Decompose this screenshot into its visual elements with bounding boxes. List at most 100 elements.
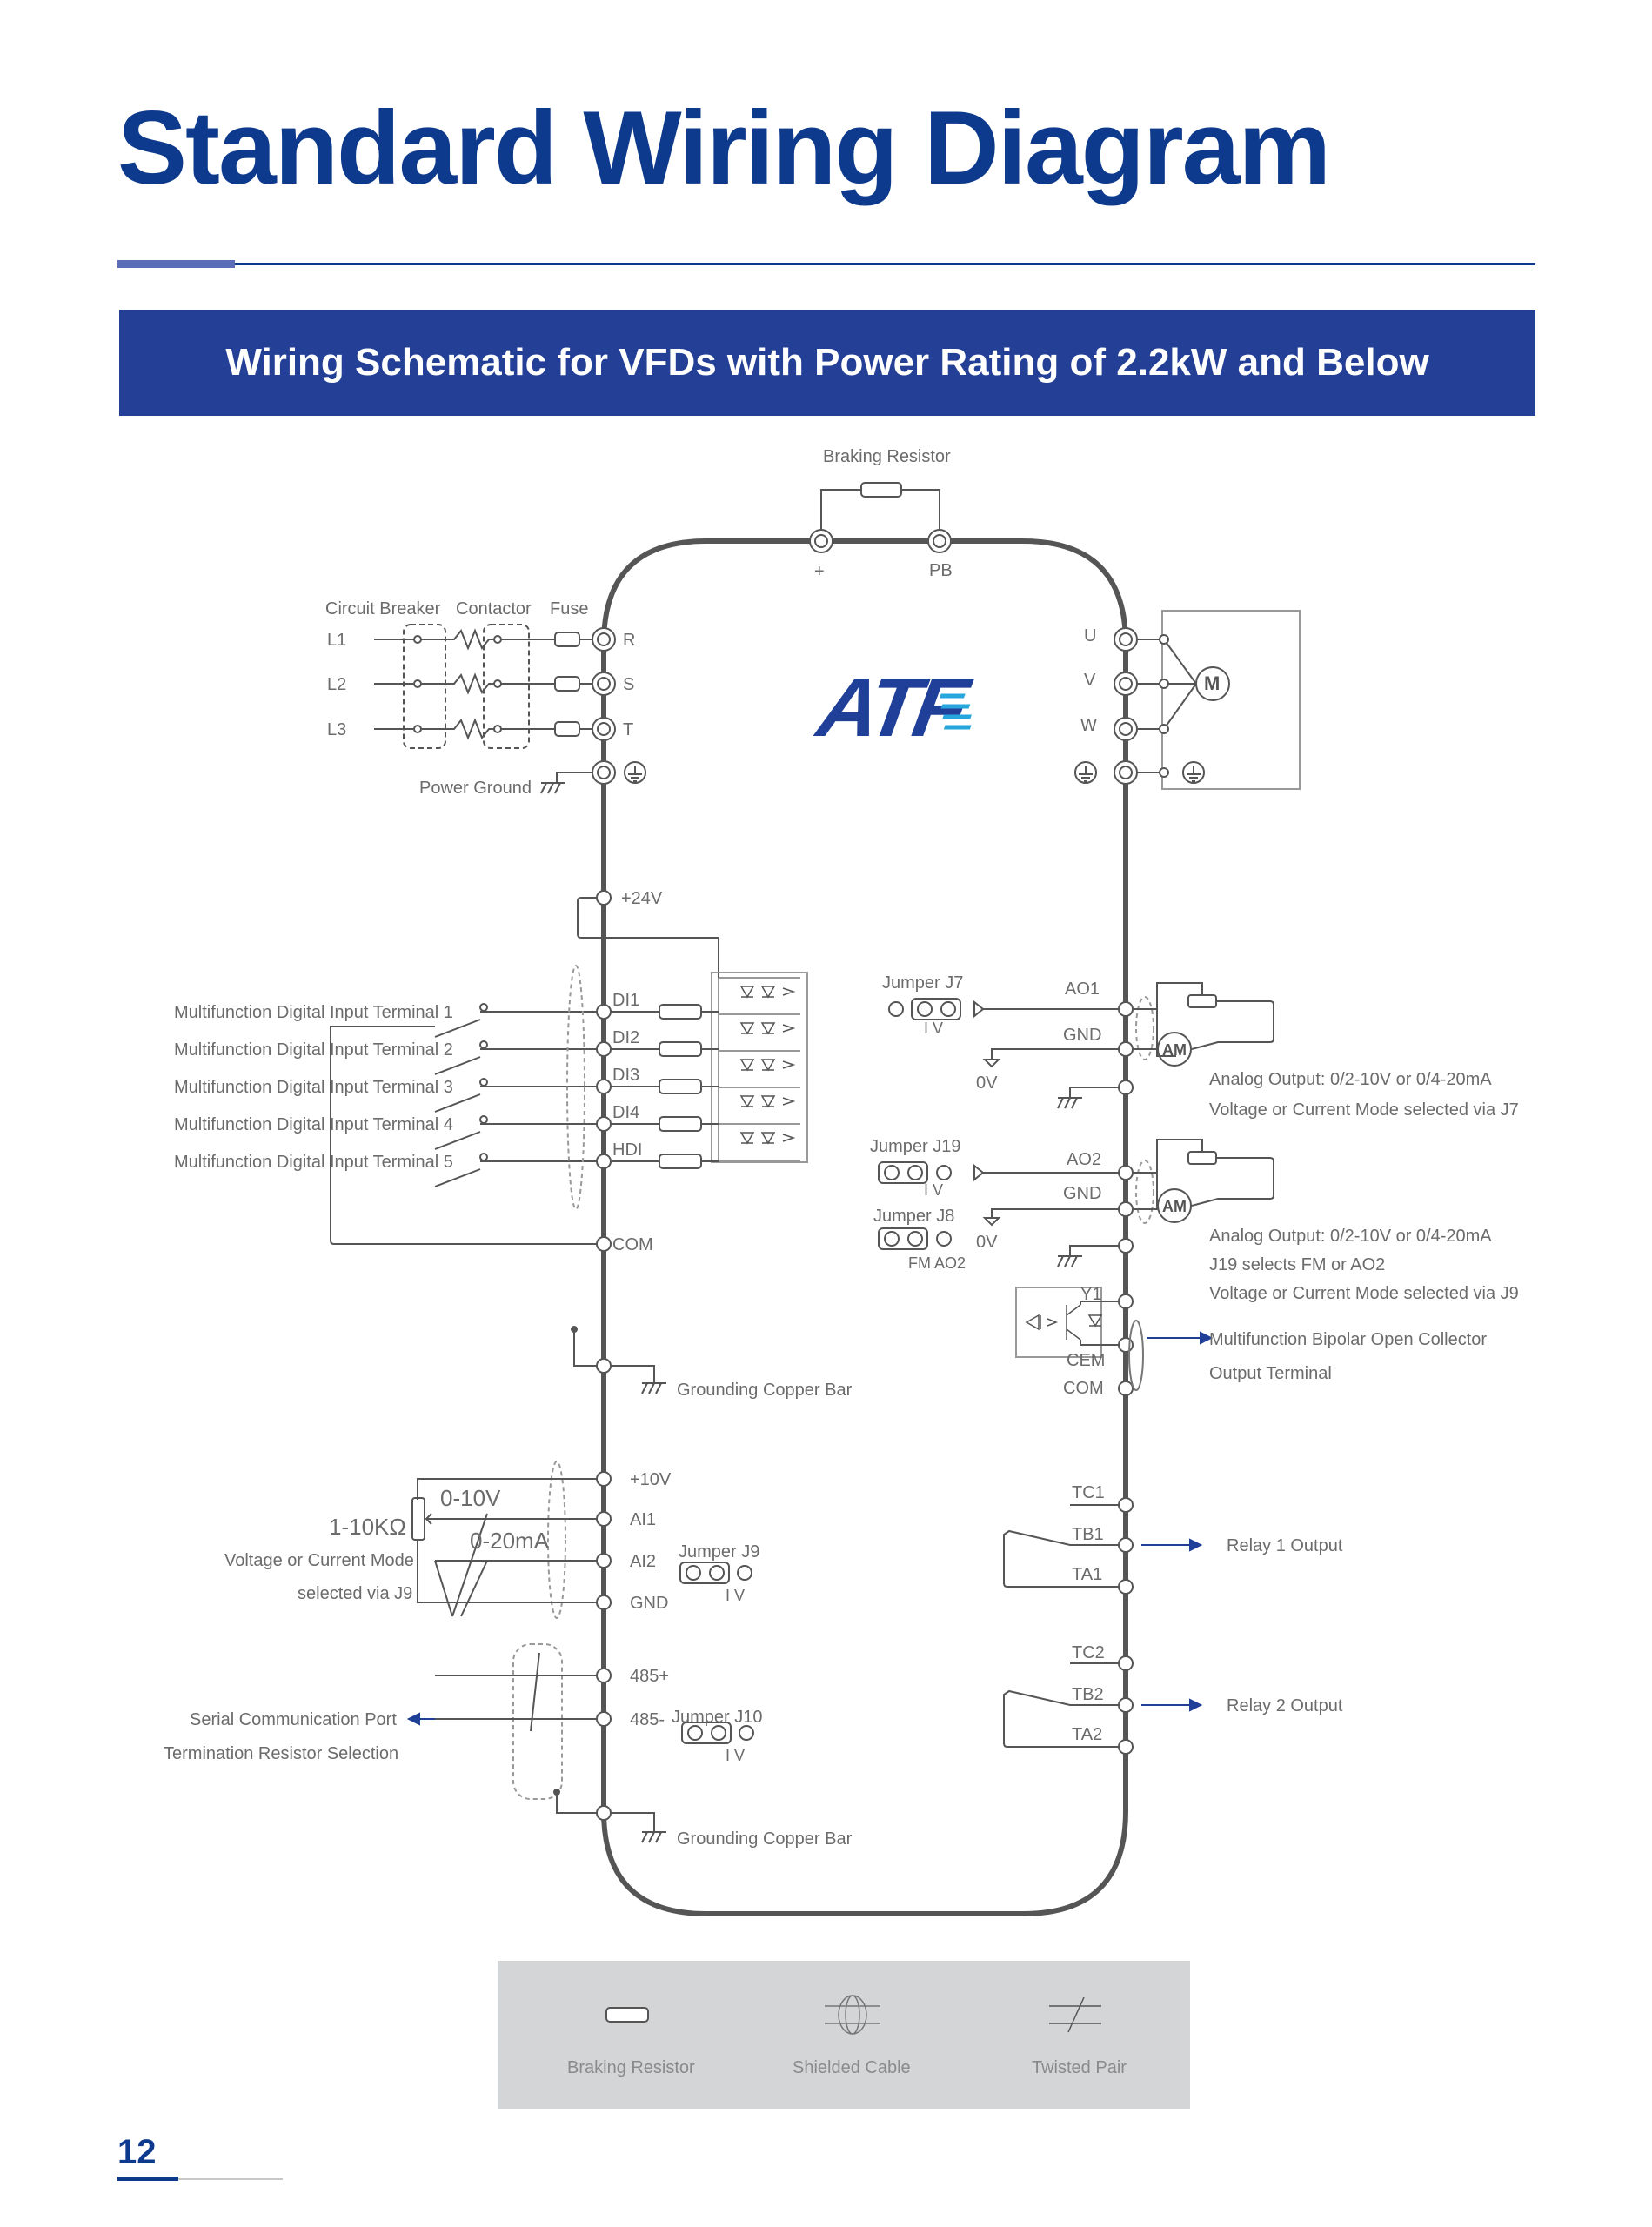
section-banner-text: Wiring Schematic for VFDs with Power Rat… (225, 341, 1429, 384)
optocoupler-rows (718, 977, 800, 1161)
terminal-r (592, 627, 616, 652)
jumper-j10 (681, 1722, 754, 1744)
label-jumper-j9: Jumper J9 (679, 1542, 759, 1562)
label-di-4: Multifunction Digital Input Terminal 4 (174, 1115, 453, 1134)
label-l1: L1 (327, 631, 346, 650)
atf-logo: ATF (804, 661, 980, 754)
terminal-ground-bar-2 (596, 1805, 612, 1821)
motor-wires (1137, 639, 1197, 773)
label-jumper-j7: Jumper J7 (882, 973, 963, 993)
ao1-meter (1157, 1032, 1192, 1067)
terminal-tb2 (1118, 1697, 1134, 1713)
label-serial-desc-1: Serial Communication Port (190, 1710, 397, 1729)
label-ao2-desc-1: Analog Output: 0/2-10V or 0/4-20mA (1209, 1227, 1492, 1246)
label-j7-iv: I V (924, 1020, 943, 1037)
label-power-ground: Power Ground (419, 779, 532, 798)
di-terminals (596, 1004, 612, 1169)
ai-shield (547, 1461, 566, 1619)
terminal-485n (596, 1711, 612, 1727)
terminal-gnd-ai (596, 1595, 612, 1610)
ao2-wire (973, 1163, 1119, 1182)
di-shield (566, 965, 585, 1210)
page-title: Standard Wiring Diagram (117, 90, 1331, 206)
optocoupler-block (711, 972, 808, 1163)
contactor-box (483, 624, 530, 749)
ai-twisted-pair (434, 1513, 488, 1617)
terminal-10v (596, 1471, 612, 1487)
ground-symbol-2 (1057, 1245, 1119, 1267)
relay1-wires (1003, 1504, 1119, 1588)
label-t: T (623, 720, 633, 739)
label-ao1-desc-2: Voltage or Current Mode selected via J7 (1209, 1100, 1519, 1120)
label-jumper-j10: Jumper J10 (672, 1708, 763, 1727)
legend-label-shielded-cable: Shielded Cable (793, 2058, 911, 2077)
label-jumper-j19: Jumper J19 (870, 1137, 961, 1156)
page-number-line (117, 2178, 283, 2180)
ao2-potentiometer (1187, 1151, 1217, 1165)
terminal-ground-1 (1118, 1080, 1134, 1095)
jumper-j19 (878, 1161, 952, 1184)
terminal-ao1 (1118, 1001, 1134, 1017)
label-24v: +24V (621, 889, 663, 908)
label-tc2: TC2 (1072, 1643, 1105, 1662)
terminal-485p (596, 1668, 612, 1683)
label-grounding-bar-2: Grounding Copper Bar (677, 1829, 853, 1849)
title-underline-accent (117, 260, 235, 268)
oc-transistors (1025, 1304, 1103, 1341)
ai-wires (417, 1478, 597, 1603)
label-range-ma: 0-20mA (470, 1528, 550, 1554)
label-y1: Y1 (1080, 1285, 1101, 1304)
opto-diode-rows (739, 986, 796, 1145)
page-number-line-accent (117, 2177, 178, 2181)
ao2-shield (1135, 1160, 1154, 1224)
motor-symbol (1195, 666, 1230, 701)
terminal-pb (927, 529, 952, 553)
terminal-plus (809, 529, 833, 553)
label-j10-iv: I V (726, 1747, 745, 1764)
label-pb: PB (929, 561, 953, 580)
legend-label-twisted-pair: Twisted Pair (1032, 2058, 1127, 2077)
di-switches (434, 1003, 488, 1187)
label-relay2: Relay 2 Output (1227, 1696, 1343, 1715)
label-di-1: Multifunction Digital Input Terminal 1 (174, 1003, 453, 1022)
label-circuit-breaker: Circuit Breaker (325, 599, 441, 619)
jumper-j7 (888, 998, 961, 1020)
ground-bar-2-wire (556, 1792, 655, 1832)
terminal-tc2 (1118, 1655, 1134, 1671)
label-ao2: AO2 (1067, 1150, 1101, 1169)
label-ao1-desc-1: Analog Output: 0/2-10V or 0/4-20mA (1209, 1070, 1492, 1089)
label-fuse: Fuse (550, 599, 588, 619)
label-tb1: TB1 (1072, 1525, 1104, 1544)
label-gnd-ao2: GND (1063, 1184, 1101, 1203)
label-potentiometer: 1-10KΩ (329, 1514, 406, 1540)
terminal-tb1 (1118, 1537, 1134, 1553)
ai-potentiometer (411, 1497, 425, 1541)
section-banner: Wiring Schematic for VFDs with Power Rat… (119, 310, 1535, 416)
label-10v: +10V (630, 1470, 672, 1489)
terminal-com (596, 1236, 612, 1252)
label-ov-1: 0V (976, 1073, 998, 1093)
label-485n: 485- (630, 1710, 665, 1729)
circuit-breaker-box (403, 624, 446, 749)
label-grounding-bar-1: Grounding Copper Bar (677, 1381, 853, 1400)
terminal-gnd-ao2 (1118, 1201, 1134, 1217)
label-ta1: TA1 (1072, 1565, 1102, 1584)
label-contactor: Contactor (456, 599, 532, 619)
oc-shield (1128, 1320, 1144, 1391)
label-braking-resistor: Braking Resistor (823, 447, 951, 466)
label-am-1: AM (1162, 1041, 1187, 1059)
label-l3: L3 (327, 720, 346, 739)
terminal-w (1114, 717, 1138, 741)
terminal-y1 (1118, 1294, 1134, 1309)
ao1-wire (973, 1000, 1119, 1019)
label-ao1: AO1 (1065, 980, 1100, 999)
logo-speed-lines (939, 693, 972, 730)
label-j19-iv: I V (924, 1181, 943, 1199)
label-oc-com: COM (1063, 1379, 1104, 1398)
terminal-ta2 (1118, 1739, 1134, 1755)
label-terminal-di3: DI3 (612, 1066, 639, 1085)
relay2-wires (1003, 1662, 1119, 1748)
ground-bar-1-symbol (641, 1382, 666, 1394)
label-terminal-di1: DI1 (612, 991, 639, 1010)
label-plus: + (814, 562, 825, 581)
